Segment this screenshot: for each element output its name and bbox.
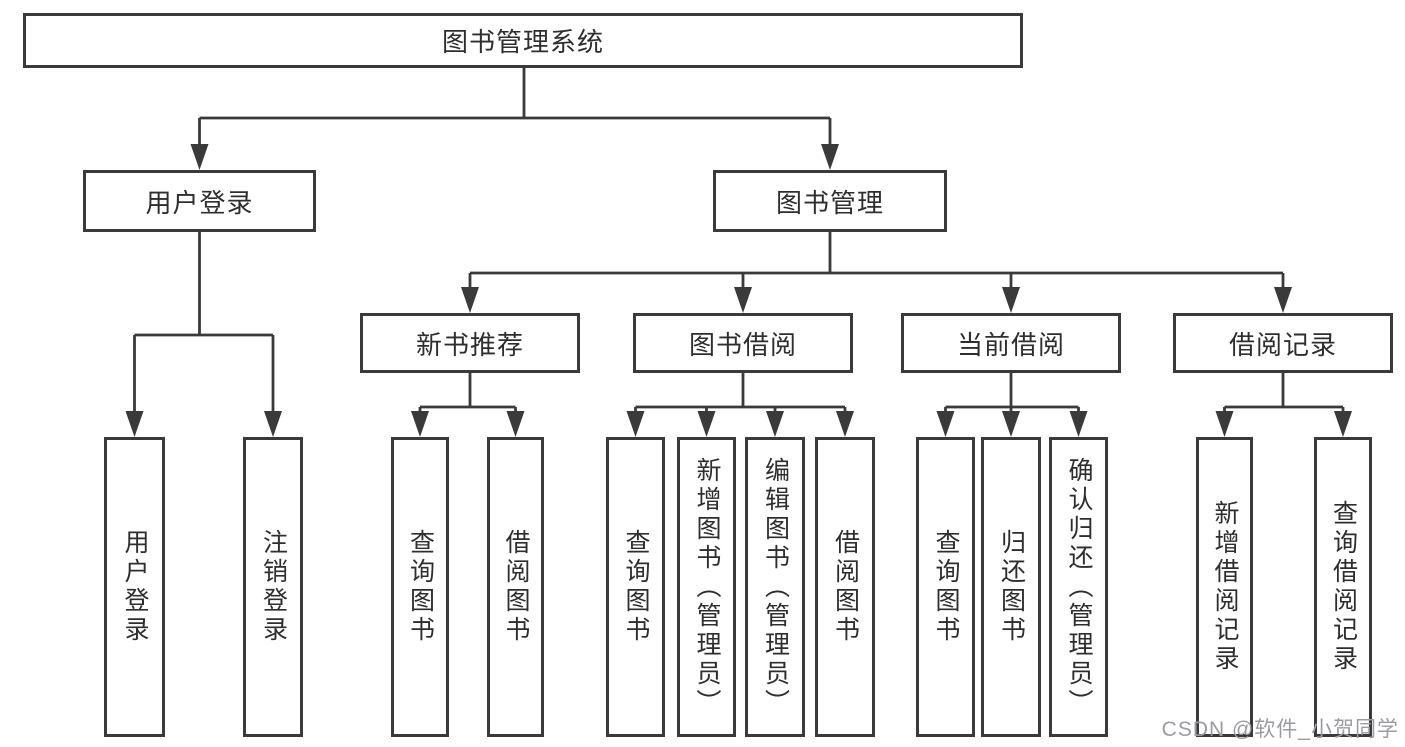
node-borrowing-records: 借阅记录 <box>1173 313 1393 373</box>
leaf-query-books-3: 查询图书 <box>916 437 975 737</box>
leaf-borrow-books-2: 借阅图书 <box>815 437 875 737</box>
node-new-book-recommendation: 新书推荐 <box>360 313 580 373</box>
leaf-return-books: 归还图书 <box>981 437 1041 737</box>
arrowhead-icons <box>125 144 1352 437</box>
leaf-add-borrow-record: 新增借阅记录 <box>1196 437 1253 737</box>
watermark: CSDN @软件_小贺同学 <box>1161 718 1399 741</box>
leaf-confirm-return-admin: 确认归还（管理员） <box>1049 437 1108 737</box>
leaf-borrow-books-1: 借阅图书 <box>487 437 544 737</box>
node-root-system: 图书管理系统 <box>23 13 1023 68</box>
node-current-borrowing: 当前借阅 <box>901 313 1121 373</box>
node-book-management: 图书管理 <box>713 170 947 232</box>
leaf-query-books-1: 查询图书 <box>391 437 449 737</box>
leaf-add-books-admin: 新增图书（管理员） <box>677 437 736 737</box>
leaf-logout: 注销登录 <box>243 437 303 737</box>
leaf-user-login: 用户登录 <box>104 437 165 737</box>
leaf-edit-books-admin: 编辑图书（管理员） <box>745 437 805 737</box>
node-user-login: 用户登录 <box>83 170 316 232</box>
leaf-query-books-2: 查询图书 <box>606 437 665 737</box>
leaf-query-borrow-record: 查询借阅记录 <box>1314 437 1372 737</box>
node-book-borrowing: 图书借阅 <box>633 313 853 373</box>
